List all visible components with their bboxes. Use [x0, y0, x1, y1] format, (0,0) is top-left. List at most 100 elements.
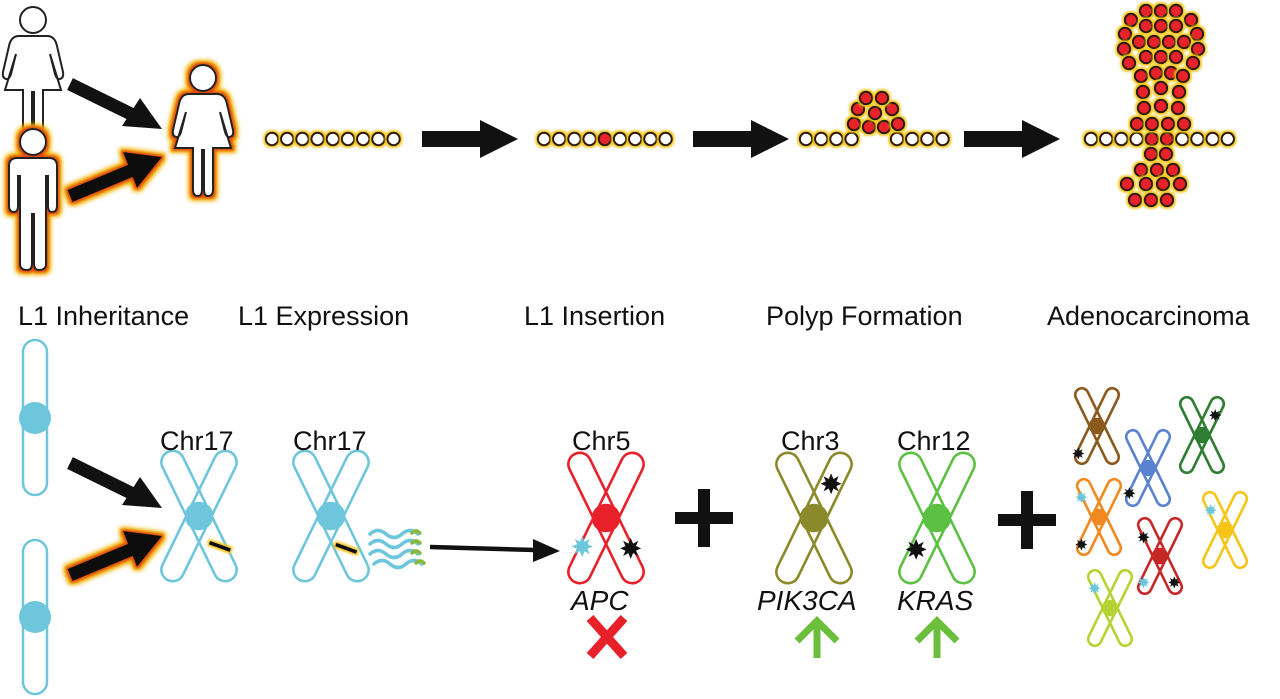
tumor-cell [1149, 162, 1165, 178]
normal-cell [1099, 131, 1114, 147]
tumor-cell [1176, 34, 1192, 50]
tumor-cell [1158, 146, 1174, 162]
normal-cell [905, 131, 920, 147]
cell-row-insertion [536, 131, 673, 147]
tumor-cell [1189, 26, 1205, 42]
adeno-chr-red [1136, 516, 1184, 596]
tumor-cell [1129, 116, 1145, 132]
gene-label-kras: KRAS [897, 585, 974, 616]
tumor-cell [1160, 116, 1176, 132]
l1-mutation-star-icon [1075, 491, 1088, 504]
kras-up-arrow-icon [914, 616, 960, 658]
normal-cell [340, 131, 356, 147]
tumor-cell [1136, 100, 1152, 116]
normal-cell [264, 131, 280, 147]
tumor-cell [1185, 55, 1201, 71]
tumor-cell [874, 90, 890, 106]
tumor-cell [1138, 176, 1154, 192]
normal-cell [536, 131, 552, 147]
chr3-label: Chr3 [781, 426, 840, 456]
tumor-cell [890, 116, 906, 132]
adeno-chr-brown [1072, 386, 1121, 466]
normal-cell [386, 131, 401, 147]
cell-row-polyp [798, 90, 950, 147]
tumor-cell [1168, 3, 1184, 19]
maternal-chromatid [19, 338, 51, 497]
tumor-cell [1138, 49, 1154, 65]
adeno-chr-blue [1123, 428, 1172, 508]
tumor-cell [1135, 84, 1151, 100]
normal-cell [1190, 131, 1205, 147]
adeno-chr-orange [1075, 477, 1123, 557]
normal-cell [798, 131, 814, 147]
centromere [1088, 417, 1106, 435]
child-icon [171, 64, 235, 197]
tumor-cell [1146, 34, 1162, 50]
centromere [1090, 508, 1108, 526]
arrow-insertion-to-polyp [693, 120, 789, 158]
normal-cell [844, 131, 859, 147]
tumor-cell [850, 101, 866, 117]
chr12-x [898, 451, 976, 585]
gene-label-apc: APC [569, 585, 629, 616]
tumor-cell [1168, 18, 1184, 34]
tumor-cell [1138, 3, 1154, 19]
centromere [799, 503, 829, 533]
tumor-cell [1171, 84, 1187, 100]
plus-icon-1 [675, 489, 733, 547]
tumor-cell [1116, 41, 1132, 57]
stage-label-adenocarcinoma: Adenocarcinoma [1047, 301, 1251, 331]
normal-cell [628, 131, 643, 147]
l1-insertion-mark [335, 542, 358, 554]
tumor-cell [1143, 146, 1159, 162]
inheritance-people [1, 6, 235, 271]
mutation-star-icon [620, 537, 642, 559]
tumor-cell [1153, 3, 1169, 19]
mutation-star-icon [1168, 576, 1181, 589]
chr12-label: Chr12 [897, 426, 971, 456]
tumor-cell [861, 119, 877, 135]
normal-cell [1220, 131, 1236, 147]
arrow-expression-to-insertion [422, 120, 518, 158]
tumor-cell [1148, 65, 1164, 81]
l1-mutation-star-icon [1137, 576, 1150, 589]
normal-cell [889, 131, 905, 147]
pik3ca-up-arrow-icon [794, 616, 840, 658]
tumor-cell [1153, 80, 1169, 96]
tumor-cell [1190, 41, 1206, 57]
tumor-cell [1172, 176, 1188, 192]
mutation-star-icon [1123, 487, 1136, 500]
mother-icon [1, 6, 65, 139]
chr17-inherit-label: Chr17 [160, 426, 234, 456]
tumor-cell [597, 131, 612, 147]
arrow-paternal-to-chr17 [67, 531, 162, 582]
tumor-cell [1183, 12, 1199, 28]
tumor-cell [846, 116, 862, 132]
gene-label-pik3ca: PIK3CA [757, 585, 857, 616]
normal-cell [814, 131, 829, 147]
tumor-cell [1170, 100, 1186, 116]
normal-cell [658, 131, 673, 147]
normal-cell [1114, 131, 1129, 147]
tumor-cell [1133, 68, 1149, 84]
stage-labels: L1 Inheritance L1 Expression L1 Insertio… [18, 301, 1251, 331]
stage-label-polyp: Polyp Formation [766, 301, 963, 331]
tumor-cell [1123, 12, 1139, 28]
cell-rows [264, 3, 1236, 208]
tumor-cell [1163, 65, 1179, 81]
centromere [316, 501, 346, 531]
normal-cell [310, 131, 325, 147]
normal-cell [920, 131, 935, 147]
normal-cell [643, 131, 658, 147]
centromere [922, 503, 952, 533]
stage-label-insertion: L1 Insertion [524, 301, 665, 331]
stage-label-expression: L1 Expression [238, 301, 409, 331]
normal-cell [829, 131, 844, 147]
centromere [591, 503, 621, 533]
tumor-cell [1175, 68, 1191, 84]
normal-cell [1083, 131, 1099, 147]
tumor-cell [858, 90, 874, 106]
centromere [1216, 521, 1234, 539]
normal-cell [371, 131, 386, 147]
flow-arrows [422, 120, 1060, 158]
